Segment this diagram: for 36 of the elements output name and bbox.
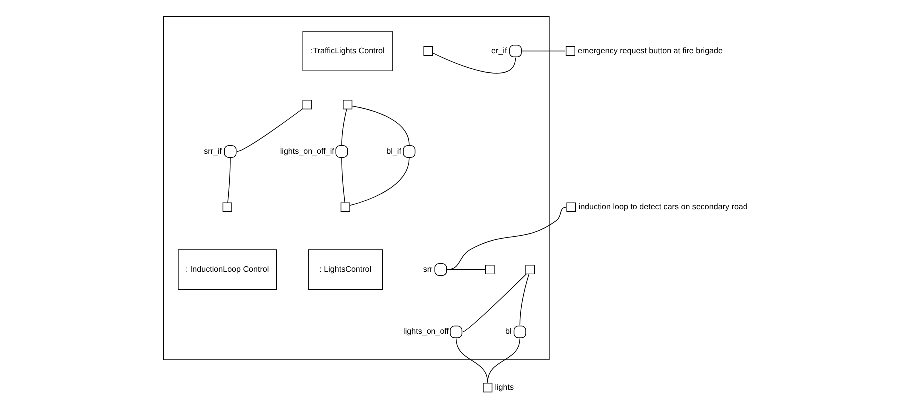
connector: [520, 274, 530, 326]
node-box: [485, 265, 495, 275]
node-label: lights: [495, 382, 514, 392]
node-box: [302, 100, 312, 110]
connector: [350, 158, 410, 206]
node-box: [566, 202, 576, 212]
node-label: srr_if: [204, 146, 222, 156]
node-label: srr: [423, 264, 433, 274]
node-label: bl: [505, 327, 512, 336]
connector: [447, 207, 567, 270]
node-box: [526, 265, 536, 275]
connector: [352, 106, 410, 146]
connector: [462, 274, 528, 332]
node-label: er_if: [492, 46, 508, 56]
connector: [236, 108, 304, 152]
connector: [228, 158, 231, 204]
node-label: lights_on_off: [404, 327, 450, 336]
node-box: [340, 202, 350, 212]
connector: [432, 52, 516, 74]
node-label: bl_if: [386, 146, 402, 156]
node-box: [222, 202, 232, 212]
connector: [342, 108, 348, 146]
node-box: [566, 46, 576, 56]
cluster: [163, 16, 550, 360]
node-box: : InductionLoop Control: [178, 250, 278, 290]
node-box: :TrafficLights Control: [302, 31, 393, 72]
connector: [522, 50, 566, 52]
node-label: emergency request button at fire brigade: [578, 46, 723, 56]
node-label: lights_on_off_if: [280, 146, 334, 156]
node-box: [424, 46, 434, 56]
connector: [488, 338, 520, 384]
node-box: [343, 100, 353, 110]
node-box: [483, 383, 493, 393]
node-box: : LightsControl: [308, 250, 384, 290]
connector: [342, 158, 346, 204]
node-label: induction loop to detect cars on secondary road: [578, 202, 748, 212]
